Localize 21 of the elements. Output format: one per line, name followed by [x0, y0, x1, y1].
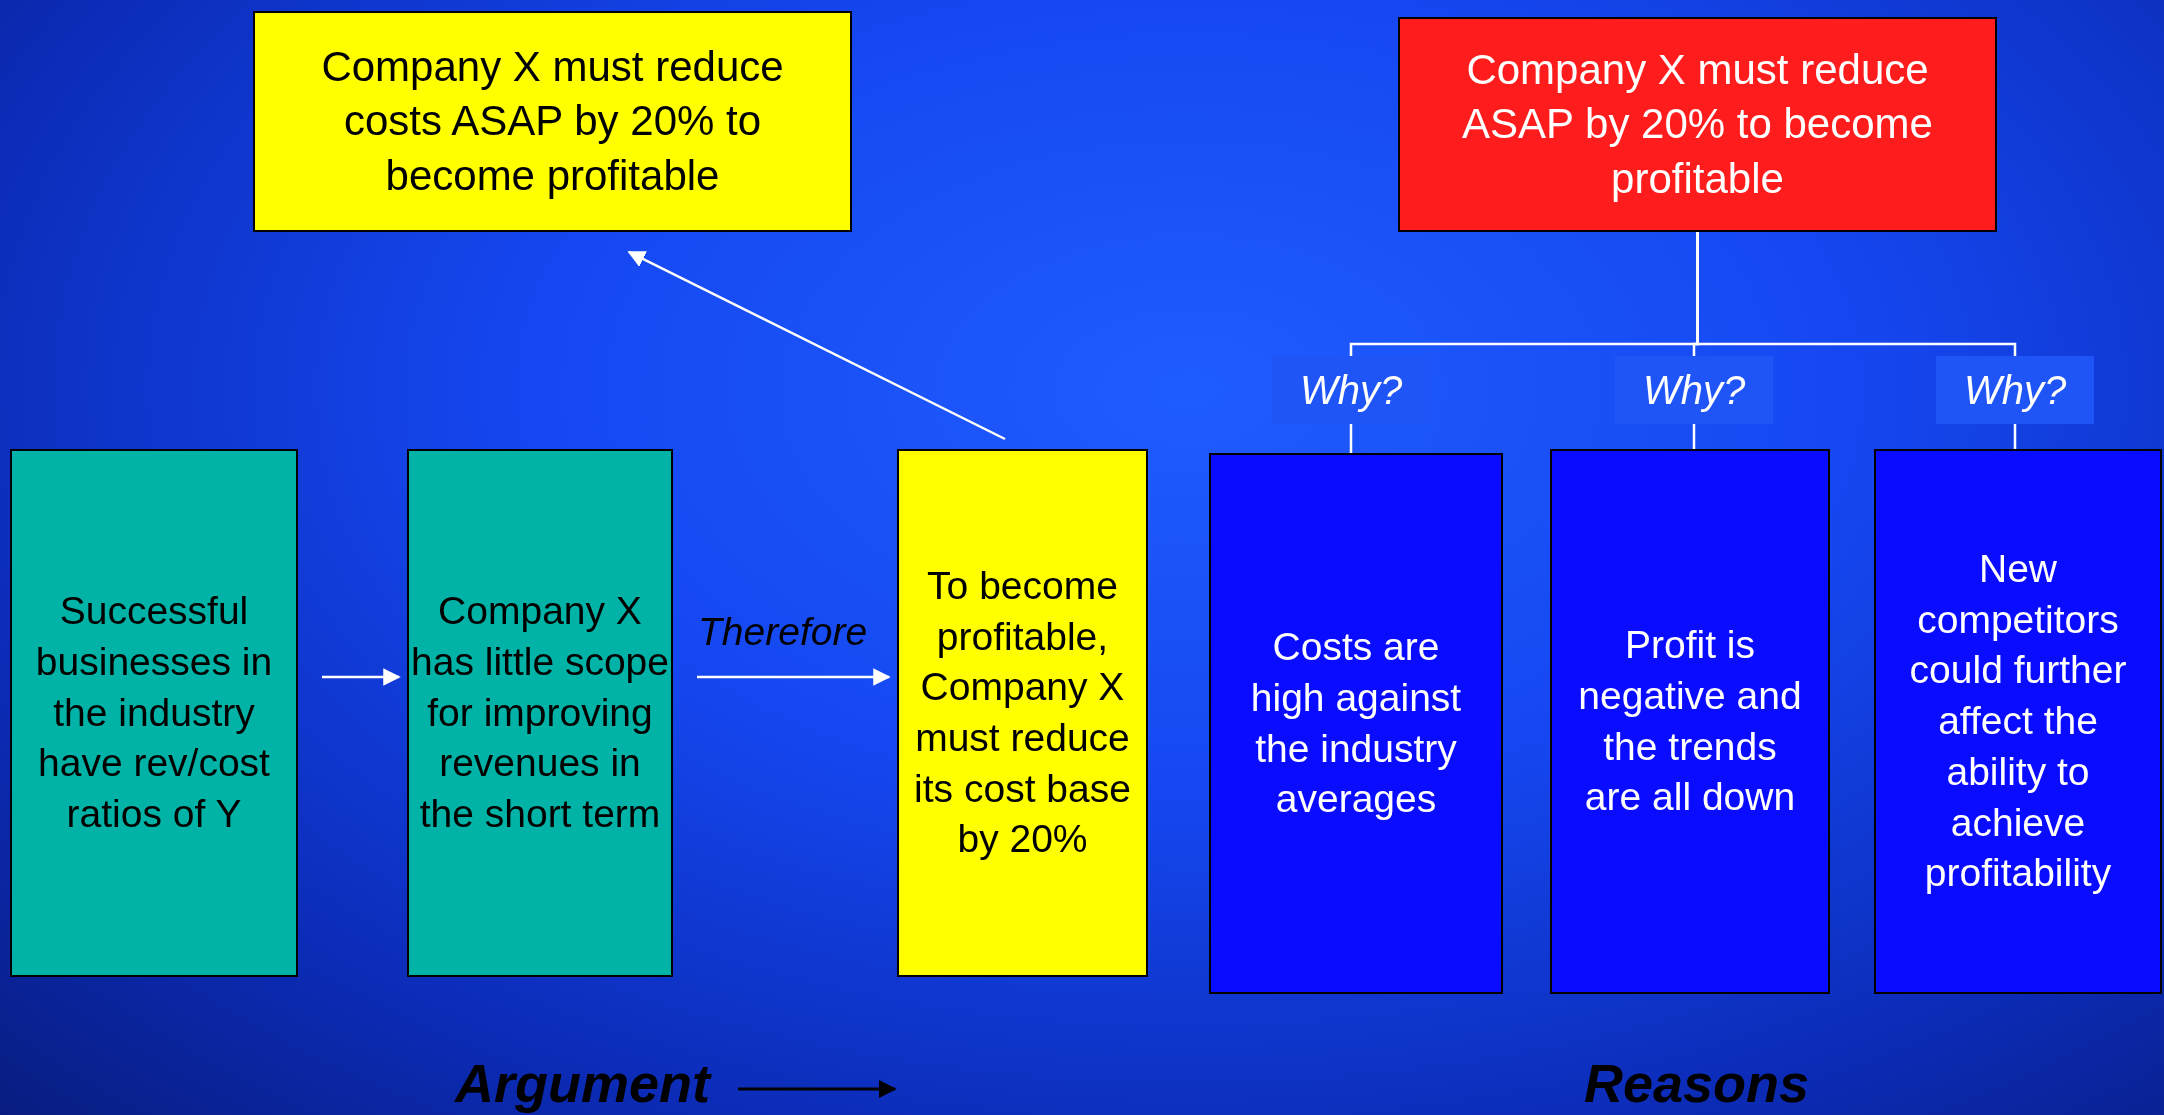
- text-box: Successful businesses in the industry have rev/cost ratios of Y: [10, 449, 298, 977]
- text-box: New competitors could further affect the ability to achieve profitability: [1874, 449, 2162, 994]
- arrow: [322, 668, 401, 686]
- question-tag: Why?: [1272, 356, 1430, 424]
- edge-label: Therefore: [698, 610, 868, 654]
- question-tag: Why?: [1936, 356, 2094, 424]
- text-box: Profit is negative and the trends are all down: [1550, 449, 1830, 994]
- text-box: Company X must reduce costs ASAP by 20% to become profitable: [253, 11, 852, 232]
- text-box: Company X has little scope for improving revenues in the short term: [407, 449, 673, 977]
- connector-line: [1349, 424, 1353, 453]
- connector-line: [2013, 424, 2017, 449]
- question-tag: Why?: [1615, 356, 1773, 424]
- text-box: Company X must reduce ASAP by 20% to become profitable: [1398, 17, 1997, 232]
- connector-line: [1692, 424, 1696, 449]
- section-label: Reasons: [1584, 1052, 1810, 1114]
- text-box: Costs are high against the industry averages: [1209, 453, 1503, 994]
- arrow: [697, 668, 891, 686]
- text-box: To become profitable, Company X must reduce its cost base by 20%: [897, 449, 1148, 977]
- connector-line: [1696, 232, 2017, 356]
- section-label: Argument: [455, 1052, 710, 1114]
- arrow: [627, 250, 1006, 441]
